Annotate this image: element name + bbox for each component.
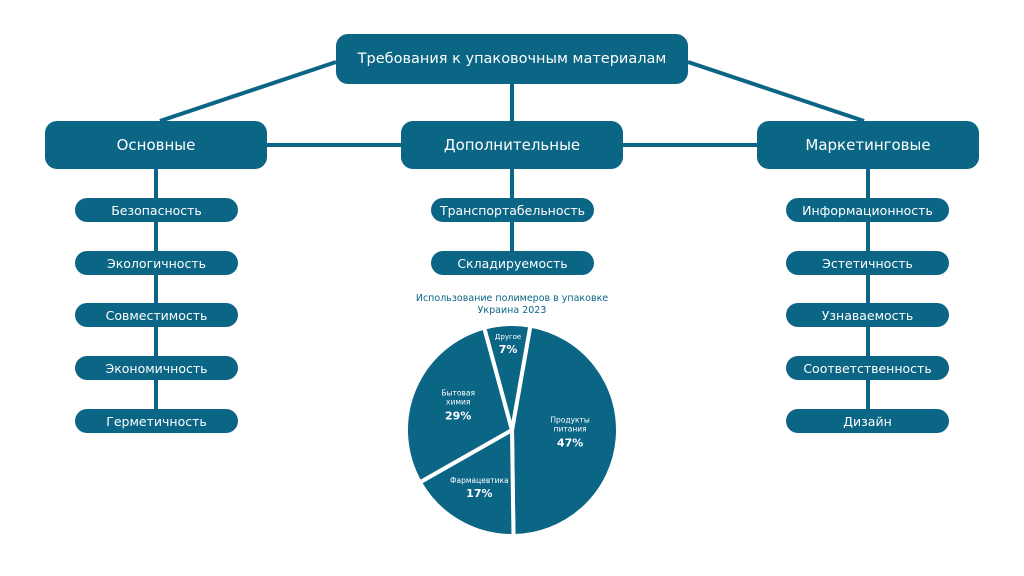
item-informativeness: Информационность — [786, 198, 949, 222]
pie-chart-title-line: Использование полимеров в упаковке — [415, 293, 609, 304]
item-ecology: Экологичность — [75, 251, 238, 275]
pie-label-text-line2: питания — [554, 425, 587, 434]
pie-slice-food — [510, 323, 620, 538]
pie-label-text: Фармацевтика — [450, 476, 509, 485]
item-aesthetics: Эстетичность — [786, 251, 949, 275]
category-marketing-label: Маркетинговые — [805, 136, 931, 154]
pie-label-text: Продукты — [550, 416, 590, 425]
item-label: Узнаваемость — [821, 307, 914, 323]
category-main-label: Основные — [116, 136, 196, 154]
category-marketing: Маркетинговые — [757, 121, 979, 169]
pie-label-pharma: Фармацевтика 17% — [450, 476, 509, 500]
root-node: Требования к упаковочным материалам — [336, 34, 688, 84]
item-label: Информационность — [802, 202, 933, 218]
pie-chart-subtitle: Украина 2023 — [477, 305, 547, 316]
item-storability: Складируемость — [431, 251, 594, 275]
item-label: Безопасность — [111, 202, 202, 218]
item-label: Герметичность — [106, 413, 207, 429]
category-additional: Дополнительные — [401, 121, 623, 169]
item-recognizability: Узнаваемость — [786, 303, 949, 327]
item-conformity: Соответственность — [786, 356, 949, 380]
item-design: Дизайн — [786, 409, 949, 433]
item-label: Совместимость — [105, 307, 208, 323]
pie-slice-other — [482, 322, 533, 432]
root-label: Требования к упаковочным материалам — [357, 51, 667, 67]
item-label: Соответственность — [803, 360, 932, 376]
item-label: Транспортабельность — [439, 202, 586, 218]
item-label: Эстетичность — [822, 255, 913, 271]
pie-value: 47% — [557, 437, 583, 450]
item-transportability: Транспортабельность — [431, 198, 594, 222]
pie-slice-household — [404, 325, 514, 485]
item-label: Складируемость — [457, 255, 568, 271]
category-main: Основные — [45, 121, 267, 169]
pie-label-other: Другое 7% — [495, 333, 521, 356]
pie-value: 7% — [499, 343, 518, 356]
item-label: Экологичность — [107, 255, 206, 271]
item-economy: Экономичность — [75, 356, 238, 380]
pie-label-text: Бытовая — [441, 389, 475, 398]
pie-value: 29% — [445, 410, 471, 423]
pie-label-text-line2: химия — [446, 398, 470, 407]
pie-slice-pharma — [417, 428, 516, 538]
pie-value: 17% — [466, 487, 492, 500]
category-additional-label: Дополнительные — [443, 136, 581, 154]
pie-label-text: Другое — [495, 333, 521, 341]
item-label: Дизайн — [843, 413, 892, 429]
item-hermeticity: Герметичность — [75, 409, 238, 433]
item-label: Экономичность — [105, 360, 208, 376]
pie-chart-title: Использование полимеров в упаковке Украи… — [362, 293, 662, 317]
item-compatibility: Совместимость — [75, 303, 238, 327]
item-safety: Безопасность — [75, 198, 238, 222]
